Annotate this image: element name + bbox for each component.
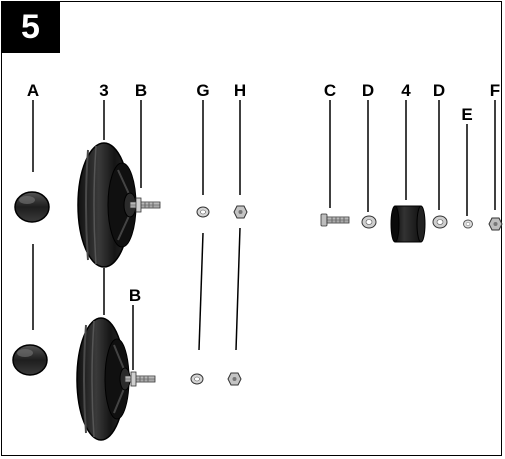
leader-g-bottom: [198, 232, 204, 351]
cap-a-bottom: [12, 344, 48, 376]
bushing-4: [390, 205, 426, 243]
nut-h-top: [233, 205, 248, 219]
axle-b-top: [129, 197, 161, 213]
nut-f: [488, 217, 503, 231]
label-d-right: D: [432, 81, 446, 100]
washer-d-right: [432, 215, 448, 229]
label-4: 4: [401, 81, 411, 100]
nut-h-bottom: [227, 372, 242, 386]
label-a: A: [26, 81, 40, 100]
wheel-3-bottom: [76, 317, 131, 441]
label-b-top: B: [134, 81, 148, 100]
label-c: C: [323, 81, 337, 100]
washer-g-bottom: [190, 373, 204, 385]
washer-d-left: [361, 215, 377, 229]
label-e: E: [461, 105, 473, 124]
wheel-3-top: [77, 142, 137, 268]
label-h: H: [233, 81, 247, 100]
label-g: G: [196, 81, 210, 100]
washer-g-top: [196, 206, 210, 218]
axle-b-bottom: [124, 371, 156, 387]
cap-a-top: [14, 191, 50, 223]
label-f: F: [489, 81, 501, 100]
label-3: 3: [99, 81, 109, 100]
figure-number-badge: 5: [1, 1, 60, 53]
washer-e: [463, 219, 473, 229]
label-b-bottom: B: [128, 286, 142, 305]
bolt-c: [320, 213, 350, 227]
label-d-left: D: [361, 81, 375, 100]
leader-lines: [32, 100, 496, 370]
leader-h-bottom: [235, 227, 241, 351]
